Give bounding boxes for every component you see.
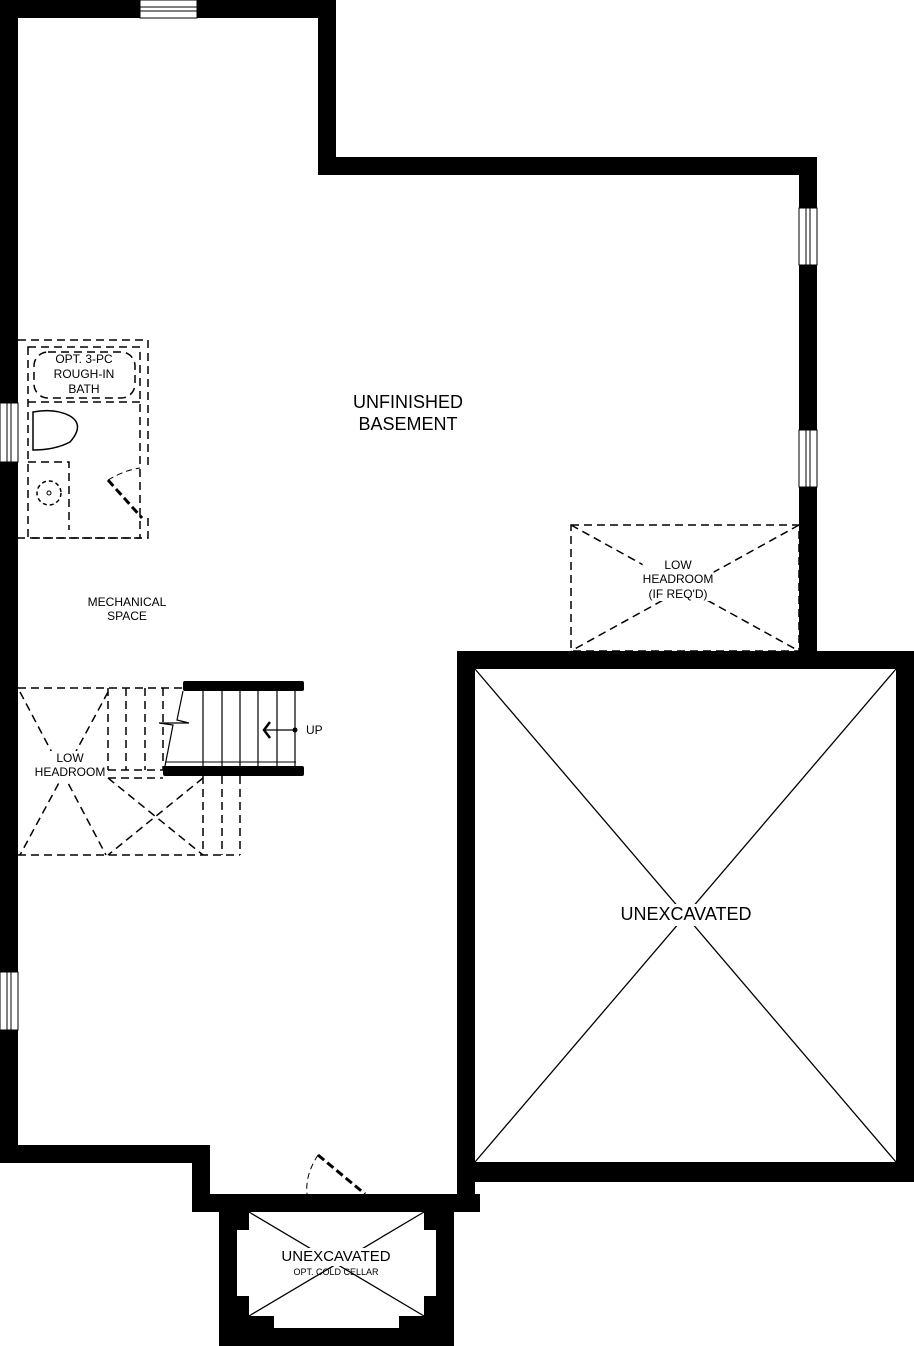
room-label-unfinished-basement: UNFINISHED BASEMENT [352, 392, 464, 434]
room-label-unexcavated: UNEXCAVATED [620, 904, 752, 926]
window [798, 429, 818, 488]
cold-cellar-title: UNEXCAVATED [281, 1248, 391, 1266]
door-swing [107, 467, 141, 481]
room-label-mechanical-space: MECHANICAL SPACE [87, 595, 167, 624]
window [798, 207, 818, 266]
low-headroom-optional-label: LOW HEADROOM (IF REQ'D) [642, 558, 714, 602]
window [0, 971, 19, 1031]
bath-fixtures [18, 339, 366, 1196]
windows [0, 0, 818, 1031]
stairs-up-label: UP [306, 723, 323, 737]
stairs [18, 681, 304, 856]
room-label-optional-bath: OPT. 3-PC ROUGH-IN BATH [53, 352, 115, 396]
low-headroom-stairs-label: LOW HEADROOM [34, 751, 106, 780]
window [0, 402, 19, 463]
window [139, 0, 198, 19]
shower-drain-icon [36, 480, 62, 506]
unexcavated-x [248, 668, 897, 1317]
toilet-icon [32, 409, 79, 451]
up-arrow-icon [262, 721, 271, 739]
cold-cellar-subtitle: OPT. COLD CELLAR [293, 1267, 379, 1277]
cellar-door-swing [306, 1154, 319, 1195]
